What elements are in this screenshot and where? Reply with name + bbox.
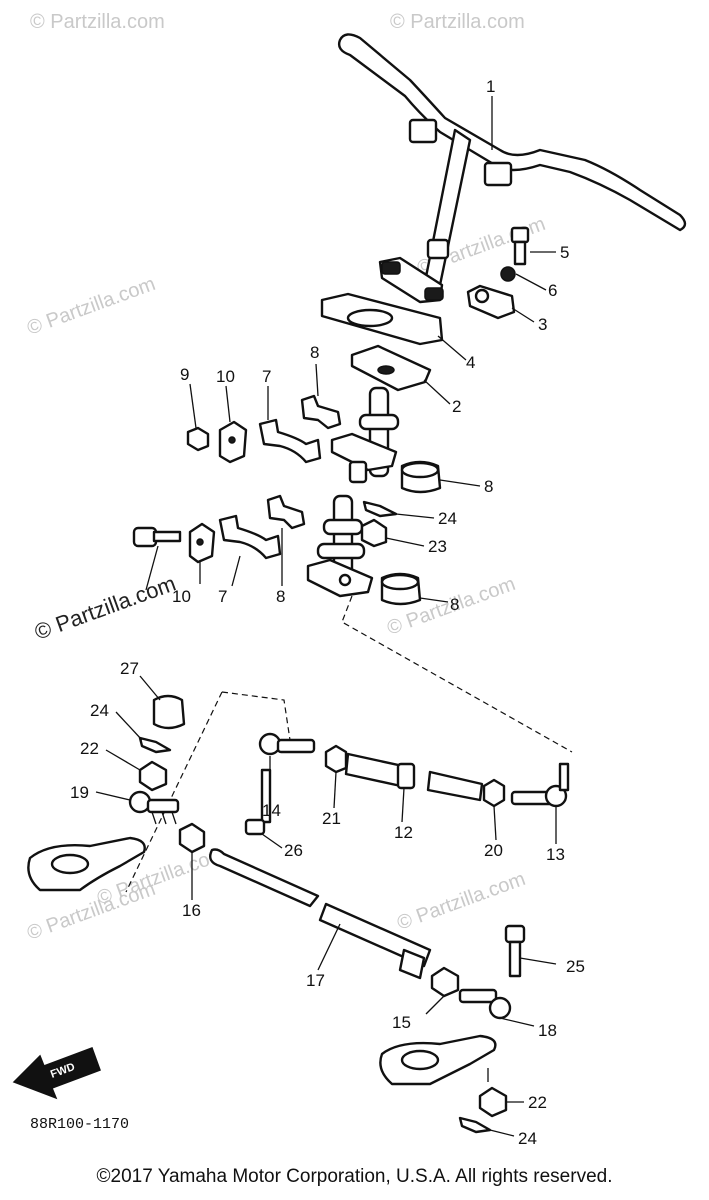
guide-line [125, 691, 223, 893]
callout-8: 8 [276, 587, 285, 606]
callout-26: 26 [284, 841, 303, 860]
watermark: © Partzilla.com [24, 273, 158, 340]
cotter-pin-24-right [458, 1116, 492, 1134]
callout-8: 8 [310, 343, 319, 362]
callout-10: 10 [172, 587, 191, 606]
callout-14: 14 [262, 801, 281, 820]
callout-24: 24 [438, 509, 457, 528]
callout-19: 19 [70, 783, 89, 802]
callout-6: 6 [548, 281, 557, 300]
guide-line [221, 691, 291, 741]
nut-9 [186, 426, 210, 452]
callout-4: 4 [466, 353, 475, 372]
callout-1: 1 [486, 77, 495, 96]
lower-column [306, 494, 374, 598]
callout-24: 24 [90, 701, 109, 720]
callout-20: 20 [484, 841, 503, 860]
callout-3: 3 [538, 315, 547, 334]
callout-5: 5 [560, 243, 569, 262]
bushing-8-lower [266, 494, 306, 530]
drawing-code: 88R100-1170 [30, 1116, 129, 1133]
nut-15 [430, 966, 460, 998]
cap-27 [152, 694, 186, 730]
guide-line [341, 595, 573, 753]
knuckle-left [27, 836, 146, 892]
callout-8: 8 [450, 595, 459, 614]
handlebar [337, 33, 687, 304]
bushing-8-right-upper [400, 460, 442, 494]
fwd-arrow-icon: FWD [12, 1047, 101, 1100]
bushing-8-right-lower [380, 572, 422, 606]
cotter-pin-24-left [138, 736, 172, 754]
leader-lines [95, 96, 557, 1137]
tie-rod-end-13 [510, 762, 570, 808]
bolt-11 [132, 526, 182, 548]
nut-22-right [478, 1086, 508, 1118]
callout-21: 21 [322, 809, 341, 828]
watermark: © Partzilla.com [30, 11, 165, 33]
watermark: © Partzilla.com [390, 11, 525, 33]
plate-10-lower [188, 522, 216, 564]
steering-column-2 [330, 344, 432, 484]
nut-21 [324, 744, 348, 774]
clamp-7-lower [218, 514, 282, 560]
nut-20 [482, 778, 506, 808]
clamp-7-upper [258, 418, 322, 464]
nut-23 [360, 518, 388, 548]
callout-27: 27 [120, 659, 139, 678]
callout-7: 7 [262, 367, 271, 386]
tie-rod-end-18 [458, 988, 512, 1020]
callout-17: 17 [306, 971, 325, 990]
callout-23: 23 [428, 537, 447, 556]
tie-rod-12 [344, 752, 484, 802]
tie-rod-17 [209, 848, 432, 980]
callout-22: 22 [80, 739, 99, 758]
nut-16 [178, 822, 206, 854]
nut-22-left [138, 760, 168, 792]
callout-7: 7 [218, 587, 227, 606]
watermark-main: © Partzilla.com [31, 571, 179, 645]
callout-12: 12 [394, 823, 413, 842]
bushing-8-upper [300, 394, 342, 430]
copyright-notice: ©2017 Yamaha Motor Corporation, U.S.A. A… [96, 1166, 613, 1187]
callout-16: 16 [182, 901, 201, 920]
tie-rod-end-19 [128, 790, 180, 825]
knuckle-right [379, 1034, 497, 1086]
callouts: 1 5 6 3 4 2 8 9 10 7 8 24 23 10 7 8 8 27… [70, 77, 585, 1148]
callout-9: 9 [180, 365, 189, 384]
callout-24: 24 [518, 1129, 537, 1148]
bolt-26 [244, 768, 272, 836]
callout-2: 2 [452, 397, 461, 416]
plate-10-upper [218, 420, 248, 464]
bolt-25 [504, 924, 526, 978]
bolt-5 [510, 226, 530, 266]
callout-25: 25 [566, 957, 585, 976]
callout-22: 22 [528, 1093, 547, 1112]
callout-18: 18 [538, 1021, 557, 1040]
tie-rod-end-14 [258, 732, 316, 756]
watermark: © Partzilla.com [394, 868, 528, 935]
cotter-pin-24 [362, 500, 398, 518]
callout-13: 13 [546, 845, 565, 864]
callout-8: 8 [484, 477, 493, 496]
washer-6 [500, 266, 516, 282]
callout-15: 15 [392, 1013, 411, 1032]
callout-10: 10 [216, 367, 235, 386]
handlebar-holder-3 [466, 284, 516, 320]
